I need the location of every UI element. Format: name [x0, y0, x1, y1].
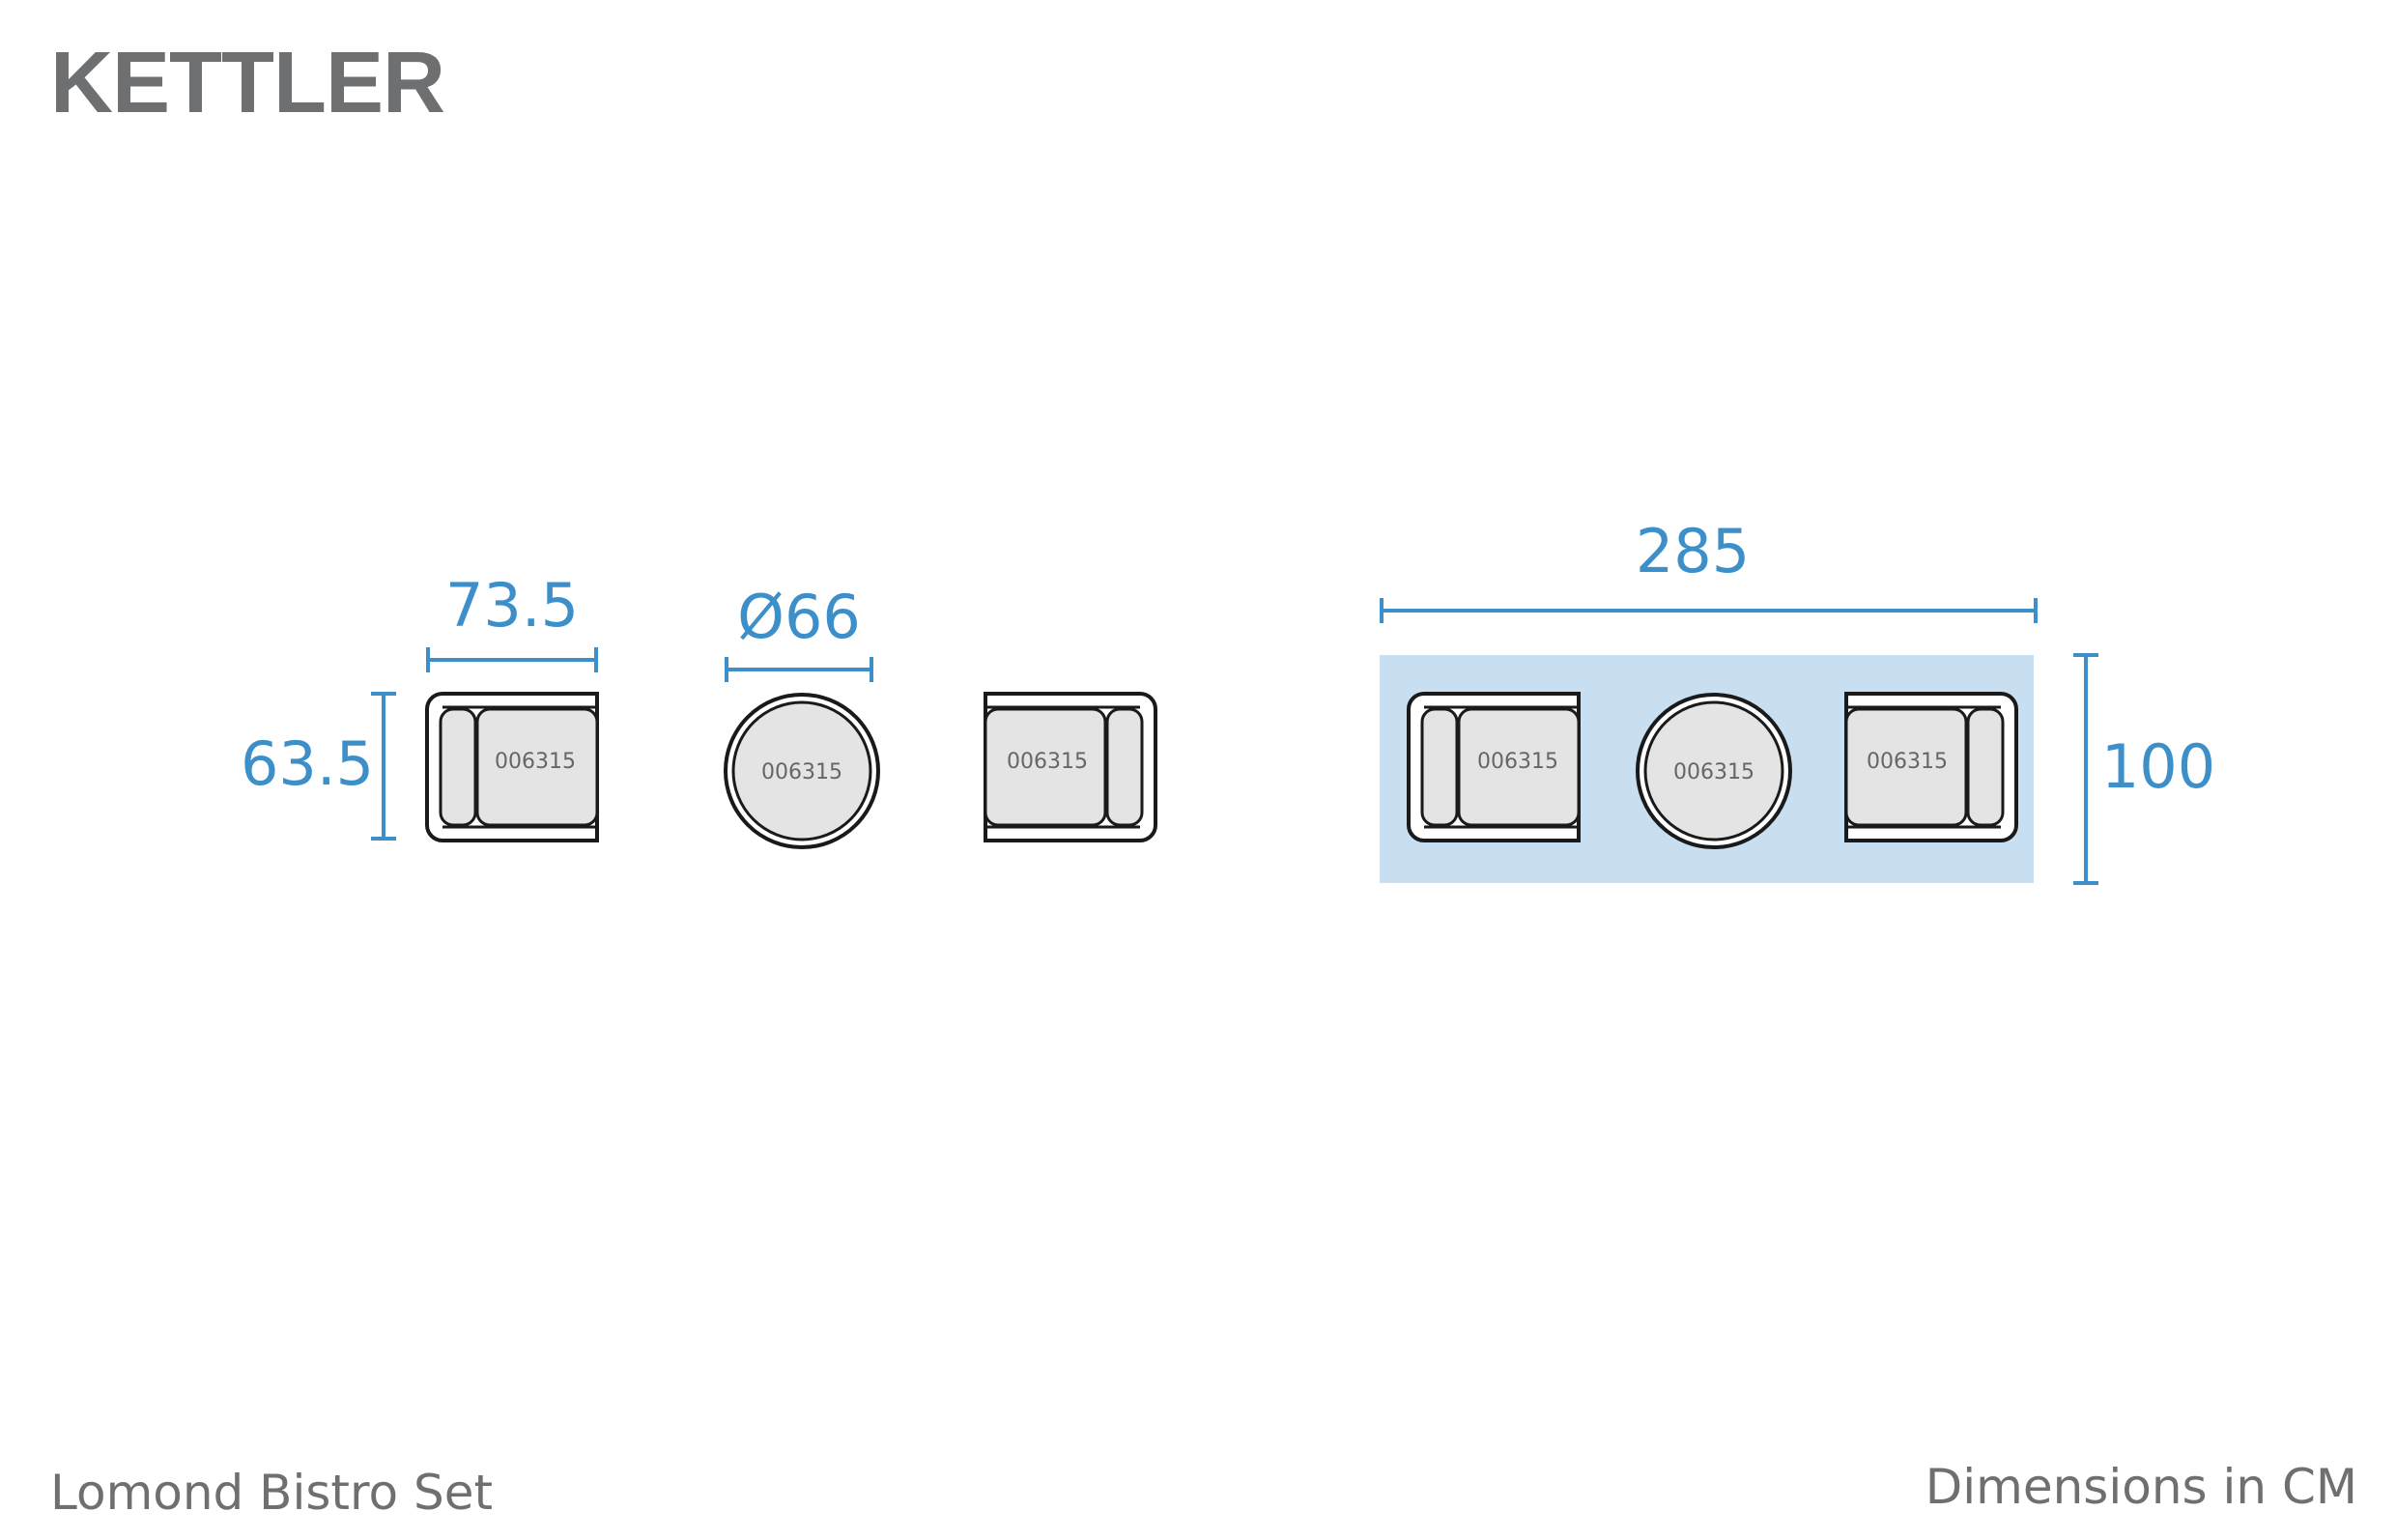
chair-width-dimension-line: [426, 647, 598, 672]
set-depth-label: 100: [2101, 731, 2215, 802]
product-name-caption: Lomond Bistro Set: [50, 1465, 493, 1521]
chair-depth-dimension-line: [371, 692, 396, 841]
table-diameter-dimension-line: [725, 657, 873, 682]
chair-width-label: 73.5: [445, 570, 579, 641]
units-caption: Dimensions in CM: [1925, 1459, 2357, 1515]
set-depth-dimension-line: [2073, 653, 2098, 885]
chair-left-code: 006315: [495, 750, 576, 774]
set-table-code: 006315: [1673, 760, 1754, 784]
set-length-label: 285: [1636, 516, 1750, 586]
table-code: 006315: [761, 760, 842, 784]
kettler-logo: KETTLER: [50, 35, 444, 131]
table-diameter-label: Ø66: [737, 582, 861, 652]
chair-right-code: 006315: [1007, 750, 1088, 774]
chair-depth-label: 63.5: [241, 728, 374, 799]
set-chair-left-code: 006315: [1477, 750, 1558, 774]
set-length-dimension-line: [1380, 598, 2038, 623]
set-chair-right-code: 006315: [1867, 750, 1948, 774]
